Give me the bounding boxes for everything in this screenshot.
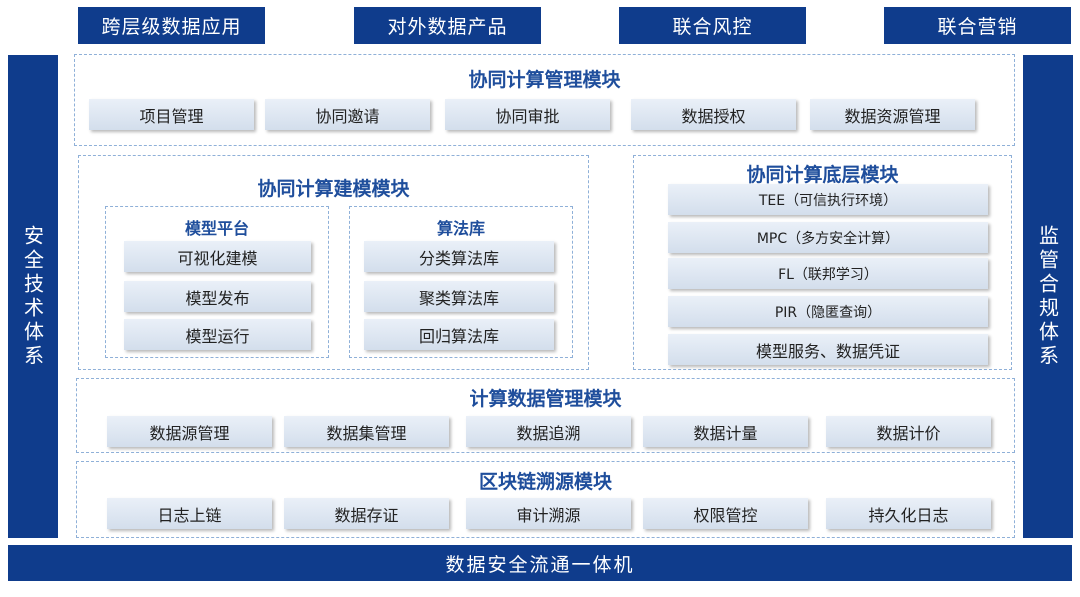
algorithm-item-classification: 分类算法库 — [364, 241, 554, 272]
management-item-approve: 协同审批 — [445, 99, 610, 130]
right-side-compliance: 监管合规体系 — [1023, 55, 1073, 538]
data-mgmt-item-metering: 数据计量 — [643, 416, 808, 447]
data-mgmt-item-pricing: 数据计价 — [826, 416, 991, 447]
platform-item-model-publish: 模型发布 — [124, 281, 311, 312]
platform-item-model-run: 模型运行 — [124, 319, 311, 350]
management-item-invite: 协同邀请 — [265, 99, 430, 130]
algorithm-library-title: 算法库 — [436, 219, 485, 238]
management-title: 协同计算管理模块 — [468, 69, 621, 91]
data-mgmt-item-source: 数据源管理 — [107, 416, 272, 447]
base-item-model-service: 模型服务、数据凭证 — [668, 334, 988, 365]
blockchain-item-log-chain: 日志上链 — [107, 498, 272, 529]
base-title: 协同计算底层模块 — [746, 164, 899, 186]
platform-item-visual-modeling: 可视化建模 — [124, 241, 311, 272]
base-item-mpc: MPC（多方安全计算） — [668, 222, 988, 253]
base-item-fl: FL（联邦学习） — [668, 258, 988, 289]
panel-data-mgmt-module: 计算数据管理模块 数据源管理 数据集管理 数据追溯 数据计量 数据计价 — [76, 378, 1015, 453]
panel-base-module: 协同计算底层模块 TEE（可信执行环境） MPC（多方安全计算） FL（联邦学习… — [633, 155, 1012, 370]
data-mgmt-title: 计算数据管理模块 — [469, 388, 622, 410]
data-mgmt-item-dataset: 数据集管理 — [284, 416, 449, 447]
panel-management-module: 协同计算管理模块 项目管理 协同邀请 协同审批 数据授权 数据资源管理 — [74, 54, 1015, 146]
management-item-authorize: 数据授权 — [631, 99, 796, 130]
blockchain-item-persistent-log: 持久化日志 — [826, 498, 991, 529]
panel-blockchain-module: 区块链溯源模块 日志上链 数据存证 审计溯源 权限管控 持久化日志 — [76, 461, 1015, 538]
subpanel-model-platform: 模型平台 可视化建模 模型发布 模型运行 — [105, 206, 329, 358]
top-box-joint-risk-control: 联合风控 — [619, 7, 806, 44]
top-box-joint-marketing: 联合营销 — [884, 7, 1071, 44]
blockchain-item-audit: 审计溯源 — [466, 498, 631, 529]
base-item-tee: TEE（可信执行环境） — [668, 184, 988, 215]
base-item-pir: PIR（隐匿查询） — [668, 296, 988, 327]
left-side-security-tech: 安全技术体系 — [8, 55, 58, 538]
algorithm-item-clustering: 聚类算法库 — [364, 281, 554, 312]
modeling-title: 协同计算建模模块 — [257, 178, 410, 200]
bottom-bar-data-appliance: 数据安全流通一体机 — [8, 545, 1072, 581]
top-box-external-data-product: 对外数据产品 — [354, 7, 541, 44]
blockchain-item-evidence: 数据存证 — [284, 498, 449, 529]
data-mgmt-item-trace: 数据追溯 — [466, 416, 631, 447]
blockchain-item-permission: 权限管控 — [643, 498, 808, 529]
panel-modeling-module: 协同计算建模模块 模型平台 可视化建模 模型发布 模型运行 算法库 分类算法库 … — [78, 155, 589, 370]
blockchain-title: 区块链溯源模块 — [478, 471, 612, 493]
subpanel-algorithm-library: 算法库 分类算法库 聚类算法库 回归算法库 — [349, 206, 573, 358]
management-item-resource: 数据资源管理 — [810, 99, 975, 130]
model-platform-title: 模型平台 — [184, 219, 249, 238]
algorithm-item-regression: 回归算法库 — [364, 319, 554, 350]
top-box-cross-layer-app: 跨层级数据应用 — [78, 7, 265, 44]
management-item-project: 项目管理 — [89, 99, 254, 130]
